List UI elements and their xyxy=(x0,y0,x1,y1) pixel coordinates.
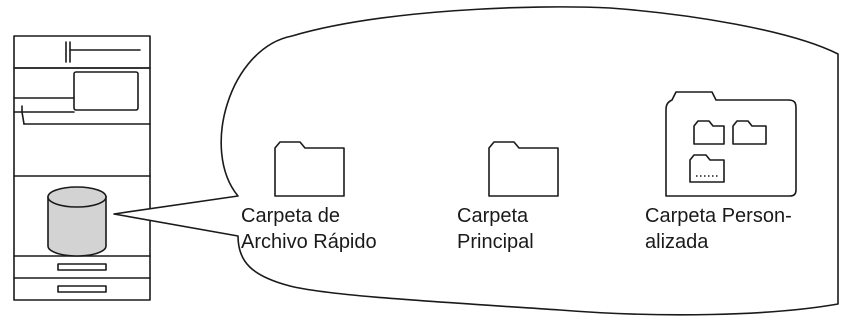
quick-file-folder-label: Carpeta de Archivo Rápido xyxy=(241,203,377,255)
custom-folder-icon xyxy=(665,91,797,197)
label-line-2: Archivo Rápido xyxy=(241,231,377,253)
label-line-1: Carpeta Person- xyxy=(645,205,792,227)
hard-disk-icon xyxy=(47,186,107,257)
label-line-1: Carpeta de xyxy=(241,205,340,227)
label-line-2: Principal xyxy=(457,231,534,253)
label-line-1: Carpeta xyxy=(457,205,529,227)
printer-icon xyxy=(13,35,151,301)
callout-bubble xyxy=(113,6,839,316)
label-line-2: alizada xyxy=(645,231,709,253)
subfolder-icon xyxy=(693,120,725,145)
main-folder-label: Carpeta Principal xyxy=(457,203,534,255)
quick-file-folder-icon xyxy=(274,141,345,197)
custom-folder-label: Carpeta Person- alizada xyxy=(645,203,792,255)
subfolder-icon xyxy=(732,120,767,145)
main-folder-icon xyxy=(488,141,559,197)
subfolder-icon xyxy=(689,154,725,183)
